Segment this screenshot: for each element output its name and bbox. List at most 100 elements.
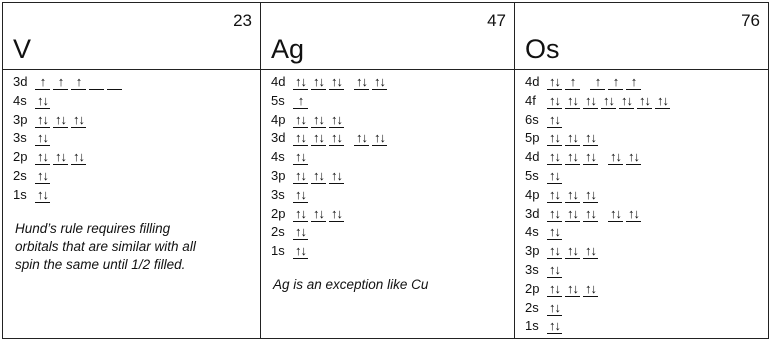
orbital-box: ↑ (53, 75, 68, 90)
subshell-row: 2p↑↓↑↓↑↓ (271, 205, 390, 224)
subshell-label: 1s (525, 318, 539, 334)
subshell-row: 5p↑↓↑↓↑↓ (525, 129, 673, 148)
orbital-box: ↑↓ (71, 149, 86, 166)
orbital-box: ↑↓ (293, 111, 308, 128)
subshell-label: 4f (525, 92, 536, 108)
orbital-box: ↑↓ (547, 243, 562, 260)
subshell-row: 2s ↑↓ (13, 167, 125, 186)
subshell-label: 5p (525, 130, 540, 146)
orbital-box: ↑↓ (547, 261, 562, 278)
orbital-box: ↑↓ (329, 167, 344, 184)
orbital-box: ↑↓ (547, 280, 562, 297)
orbital-box: ↑↓ (354, 130, 369, 147)
subshell-row: 3d↑↑↑ (13, 73, 125, 92)
subshell-label: 2p (13, 149, 28, 165)
divider (515, 69, 768, 70)
orbital-box: ↑↓ (53, 149, 68, 166)
orbital-box: ↑↓ (372, 130, 387, 147)
subshell-row: 4s ↑↓ (525, 223, 673, 242)
orbital-box: ↑↓ (293, 243, 308, 260)
divider (261, 69, 514, 70)
orbital-box: ↑↓ (293, 130, 308, 147)
subshell-row: 4s ↑↓ (13, 92, 125, 111)
orbital-box: ↑↓ (35, 149, 50, 166)
subshell-label: 3d (271, 130, 286, 146)
subshell-row: 4d↑↓↑↑↑↑ (525, 73, 673, 92)
element-card-ag: 47 Ag 4d↑↓↑↓↑↓↑↓↑↓5s↑4p↑↓↑↓↑↓3d↑↓↑↓↑↓↑↓↑… (261, 3, 515, 338)
atomic-number: 47 (487, 11, 506, 30)
element-symbol: V (13, 34, 32, 64)
orbital-box: ↑ (35, 75, 50, 90)
subshell-label: 6s (525, 111, 539, 127)
orbital-box: ↑ (590, 75, 605, 90)
subshell-row: 2s↑↓ (525, 299, 673, 318)
orbital-box: ↑↓ (565, 92, 580, 109)
subshell-label: 1s (271, 243, 285, 259)
orbital-box: ↑ (71, 75, 86, 90)
orbital-box: ↑ (608, 75, 623, 90)
orbital-box: ↑↓ (583, 205, 598, 222)
orbital-box: ↑↓ (293, 186, 308, 203)
atomic-number: 23 (233, 11, 252, 30)
atomic-number: 76 (741, 11, 760, 30)
orbital-box: ↑↓ (354, 74, 369, 90)
orbital-box: ↑↓ (601, 92, 616, 109)
subshell-label: 3d (13, 74, 28, 89)
note-line: orbitals that are similar with all (15, 239, 196, 254)
orbital-box: ↑↓ (608, 205, 623, 222)
orbital-box: ↑↓ (53, 111, 68, 128)
subshell-row: 4d↑↓↑↓↑↓↑↓↑↓ (271, 73, 390, 92)
orbital-box: ↑ (626, 75, 641, 90)
card-note: Ag is an exception like Cu (273, 276, 428, 294)
subshell-row: 3p↑↓↑↓↑↓ (525, 242, 673, 261)
subshell-row: 5s↑↓ (525, 167, 673, 186)
orbital-box: ↑↓ (293, 74, 308, 90)
subshell-label: 3s (13, 130, 27, 146)
orbital-box: ↑↓ (547, 186, 562, 203)
orbital-box: ↑↓ (547, 167, 562, 184)
subshell-label: 2s (13, 167, 27, 183)
subshell-label: 3s (271, 186, 285, 202)
subshell-label: 2p (525, 280, 540, 296)
subshell-label: 4d (271, 74, 286, 89)
orbital-box: ↑↓ (565, 149, 580, 166)
orbital-box: ↑↓ (35, 111, 50, 128)
orbital-box (107, 75, 122, 90)
subshell-row: 5s↑ (271, 92, 390, 111)
subshell-label: 4s (525, 224, 539, 240)
orbital-box: ↑↓ (547, 149, 562, 166)
orbital-box: ↑↓ (329, 205, 344, 222)
subshell-row: 2p↑↓↑↓↑↓ (525, 280, 673, 299)
orbital-box: ↑↓ (71, 111, 86, 128)
orbital-box: ↑↓ (547, 92, 562, 109)
orbital-box: ↑↓ (35, 92, 50, 109)
orbital-box: ↑↓ (565, 243, 580, 260)
orbital-box: ↑↓ (547, 224, 562, 241)
orbital-box: ↑↓ (329, 130, 344, 147)
note-line: Ag is an exception like Cu (273, 277, 429, 292)
element-symbol: Ag (271, 34, 305, 64)
subshell-label: 3p (271, 167, 286, 183)
orbital-box: ↑↓ (35, 167, 50, 184)
subshell-row: 3p↑↓↑↓↑↓ (271, 167, 390, 186)
orbital-box: ↑↓ (547, 74, 562, 90)
element-symbol: Os (525, 34, 560, 64)
subshell-label: 4d (525, 149, 540, 165)
subshell-label: 4s (13, 92, 27, 108)
subshell-row: 3s↑↓ (525, 261, 673, 280)
subshell-label: 4d (525, 74, 540, 89)
subshell-row: 4f↑↓↑↓↑↓↑↓↑↓↑↓↑↓ (525, 92, 673, 111)
orbital-box: ↑↓ (311, 74, 326, 90)
subshell-row: 4s↑↓ (271, 148, 390, 167)
subshell-label: 3p (13, 111, 28, 127)
subshell-label: 3p (525, 243, 540, 259)
orbital-box: ↑↓ (311, 205, 326, 222)
orbital-box: ↑↓ (655, 92, 670, 109)
subshell-row: 2p↑↓↑↓↑↓ (13, 148, 125, 167)
orbital-box: ↑↓ (565, 205, 580, 222)
orbital-box: ↑ (293, 93, 308, 109)
orbital-box: ↑↓ (547, 318, 562, 335)
subshell-label: 4p (525, 186, 540, 202)
orbital-box: ↑↓ (626, 205, 641, 222)
